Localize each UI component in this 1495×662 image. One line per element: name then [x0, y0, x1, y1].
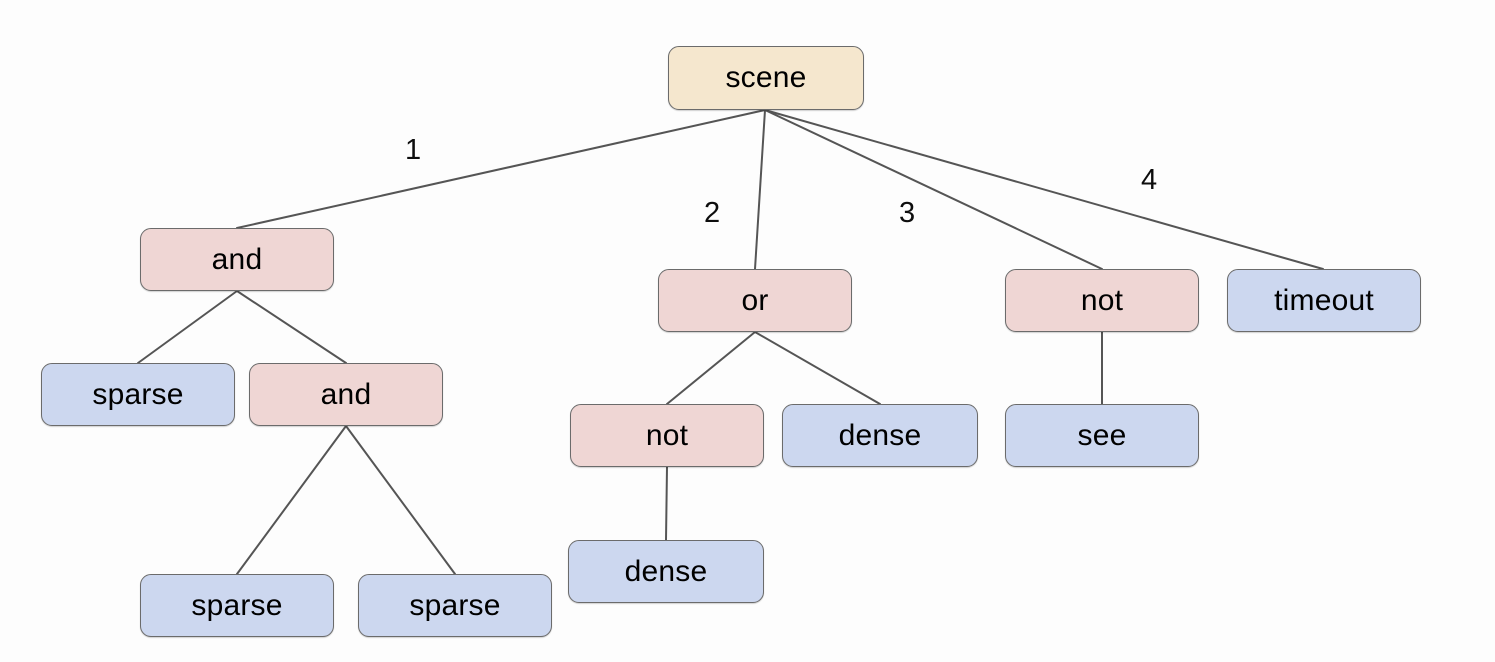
tree-node-dense1[interactable]: dense — [782, 404, 978, 467]
tree-node-label: see — [1077, 418, 1127, 452]
tree-node-label: dense — [838, 418, 922, 452]
tree-node-or1[interactable]: or — [658, 269, 852, 332]
edge-order-label-2: 2 — [704, 197, 721, 229]
tree-node-label: and — [211, 242, 263, 276]
tree-edge-and1-to-and2 — [236, 290, 347, 364]
tree-node-label: dense — [624, 554, 708, 588]
tree-edge-scene-to-timeout1 — [764, 109, 1324, 270]
tree-edge-or1-to-not1 — [666, 331, 756, 405]
tree-node-not2[interactable]: not — [1005, 269, 1199, 332]
tree-node-label: not — [1080, 283, 1124, 317]
tree-node-label: timeout — [1274, 283, 1374, 317]
tree-edge-scene-to-not2 — [764, 109, 1103, 270]
tree-node-see1[interactable]: see — [1005, 404, 1199, 467]
tree-node-label: sparse — [409, 588, 501, 622]
tree-node-label: or — [741, 283, 769, 317]
tree-node-sparse2[interactable]: sparse — [140, 574, 334, 637]
tree-node-and1[interactable]: and — [140, 228, 334, 291]
tree-edge-not1-to-dense2 — [665, 466, 668, 541]
edge-order-label-4: 4 — [1141, 164, 1158, 196]
tree-node-not1[interactable]: not — [570, 404, 764, 467]
tree-node-label: sparse — [191, 588, 283, 622]
tree-node-dense2[interactable]: dense — [568, 540, 764, 603]
tree-node-scene[interactable]: scene — [668, 46, 864, 110]
tree-node-label: sparse — [92, 377, 184, 411]
edge-order-label-3: 3 — [899, 197, 916, 229]
tree-edge-scene-to-or1 — [754, 109, 766, 270]
tree-edge-scene-to-and1 — [236, 109, 766, 229]
tree-edge-and2-to-sparse3 — [345, 425, 456, 575]
edge-order-label-1: 1 — [405, 134, 422, 166]
tree-node-and2[interactable]: and — [249, 363, 443, 426]
tree-node-sparse3[interactable]: sparse — [358, 574, 552, 637]
tree-node-label: and — [320, 377, 372, 411]
tree-edge-and1-to-sparse1 — [137, 290, 238, 364]
tree-node-sparse1[interactable]: sparse — [41, 363, 235, 426]
tree-node-label: not — [645, 418, 689, 452]
tree-node-timeout1[interactable]: timeout — [1227, 269, 1421, 332]
tree-edge-and2-to-sparse2 — [236, 425, 347, 575]
tree-edge-or1-to-dense1 — [754, 331, 881, 405]
tree-node-label: scene — [725, 61, 807, 94]
